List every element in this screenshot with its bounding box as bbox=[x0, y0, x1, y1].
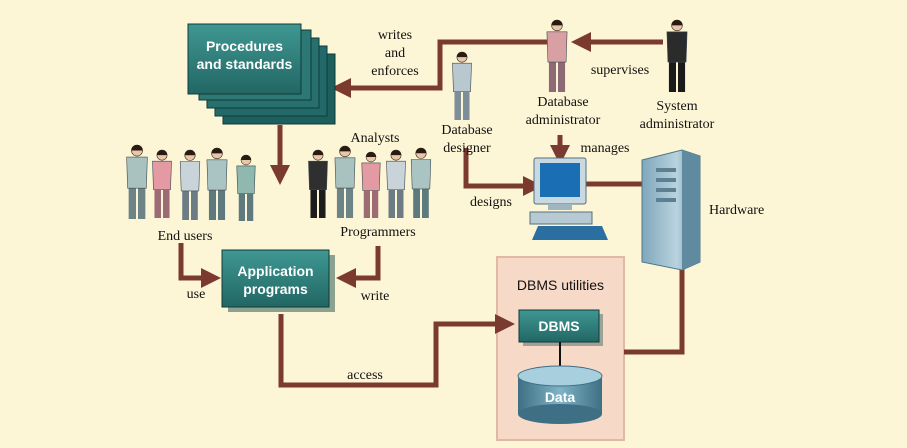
access-label: access bbox=[347, 368, 383, 383]
procedures-box bbox=[187, 23, 302, 95]
end-user-figure bbox=[236, 154, 256, 221]
end-user-figure bbox=[126, 144, 148, 219]
analyst-figure bbox=[308, 149, 328, 218]
analysts-label: Analysts bbox=[350, 131, 400, 146]
hardware-server-icon bbox=[641, 149, 701, 271]
programmer-figure bbox=[386, 149, 406, 218]
writes-enforces-arrow bbox=[331, 39, 550, 98]
designs-label: designs bbox=[470, 195, 512, 210]
end-users-label: End users bbox=[157, 229, 213, 244]
programmers-label: Programmers bbox=[340, 225, 416, 240]
analyst-figure bbox=[334, 145, 356, 218]
computer-icon bbox=[529, 157, 608, 240]
write-label: write bbox=[360, 289, 390, 304]
data-label: Data bbox=[544, 389, 576, 405]
data-cylinder bbox=[517, 365, 603, 424]
system-administrator-figure bbox=[666, 19, 688, 92]
manages-label: manages bbox=[580, 141, 630, 156]
end-user-figure bbox=[152, 149, 172, 218]
supervises-label: supervises bbox=[590, 63, 650, 78]
access-arrow bbox=[278, 314, 515, 388]
people-figures bbox=[126, 19, 688, 221]
hardware-label: Hardware bbox=[709, 203, 765, 218]
write-arrow bbox=[336, 246, 381, 288]
connector-arrows bbox=[178, 32, 685, 388]
end-user-figure bbox=[179, 149, 201, 220]
programmer-figure bbox=[361, 151, 381, 218]
application-programs-box bbox=[221, 249, 330, 308]
dbms-label: DBMS bbox=[538, 318, 580, 334]
end-user-figure bbox=[206, 147, 228, 220]
hardware-dbms-link bbox=[624, 262, 685, 355]
programmer-figure bbox=[410, 147, 432, 218]
use-label: use bbox=[186, 287, 206, 302]
dbms-utilities-label: DBMS utilities bbox=[516, 277, 605, 293]
database-designer-figure bbox=[452, 51, 472, 120]
use-arrow bbox=[178, 243, 221, 288]
procedures-stack bbox=[187, 23, 336, 125]
database-administrator-figure bbox=[546, 19, 568, 92]
designs-arrow bbox=[463, 148, 543, 196]
